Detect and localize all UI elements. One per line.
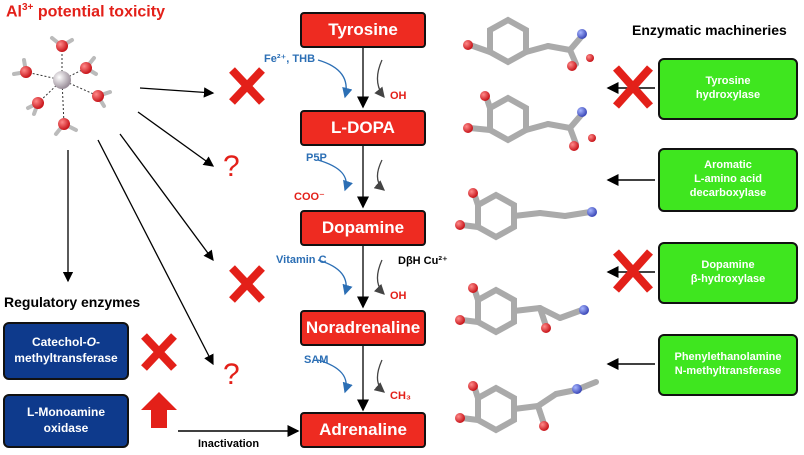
question-mark-ldopa-step: ? [223, 150, 240, 183]
x-mark-dopamine-step [229, 265, 265, 303]
cofactor-fe-thb: Fe²⁺, THB [264, 53, 316, 65]
x-mark-tyrosine-step [229, 67, 265, 105]
aluminium-hexaaqua-complex [12, 36, 112, 136]
x-mark-dopamine-hydroxylase [613, 249, 653, 293]
enzyme-aromatic-decarboxylase: Aromatic L-amino acid decarboxylase [658, 148, 798, 212]
increase-up-arrow [141, 392, 177, 428]
enzymatic-machineries-header: Enzymatic machineries [632, 22, 787, 38]
molecule-adrenaline [455, 379, 599, 434]
pathway-step-noradrenaline: Noradrenaline [300, 310, 426, 346]
molecule-dopamine [455, 188, 597, 241]
x-mark-comt [141, 333, 177, 371]
pathway-step-dopamine: Dopamine [300, 210, 426, 246]
inhibition-x-marks [141, 65, 653, 371]
regulatory-enzymes-header: Regulatory enzymes [4, 294, 141, 310]
enzyme-pnmt: Phenylethanolamine N-methyltransferase [658, 334, 798, 396]
product-ch3: CH₃ [390, 390, 411, 402]
cofactor-dbh-cu: DβH Cu²⁺ [398, 255, 448, 267]
molecule-l-dopa [463, 91, 596, 151]
cofactor-vitamin-c: Vitamin C [276, 254, 327, 266]
pathway-step-tyrosine: Tyrosine [300, 12, 426, 48]
product-oh-1: OH [390, 90, 407, 102]
pathway-step-adrenaline: Adrenaline [300, 412, 426, 448]
regulatory-comt: Catechol-O-methyltransferase [3, 322, 129, 380]
pathway-step-l-dopa: L-DOPA [300, 110, 426, 146]
enzyme-tyrosine-hydroxylase: Tyrosine hydroxylase [658, 58, 798, 120]
product-coo: COO⁻ [294, 191, 325, 203]
cofactor-p5p: P5P [306, 152, 327, 164]
toxicity-arrows [62, 87, 215, 366]
question-mark-noradrenaline-step: ? [223, 358, 240, 391]
cofactor-sam: SAM [304, 354, 329, 366]
enzyme-dopamine-hydroxylase: Dopamine β-hydroxylase [658, 242, 798, 304]
molecule-tyrosine [463, 16, 594, 71]
enzyme-arrows [606, 82, 655, 370]
diagram-title: Al3+ potential toxicity [6, 2, 165, 21]
molecule-noradrenaline [455, 283, 589, 336]
cofactor-curves [317, 59, 385, 394]
inactivation-label: Inactivation [198, 438, 260, 450]
product-oh-2: OH [390, 290, 407, 302]
x-mark-tyrosine-hydroxylase [613, 65, 653, 109]
